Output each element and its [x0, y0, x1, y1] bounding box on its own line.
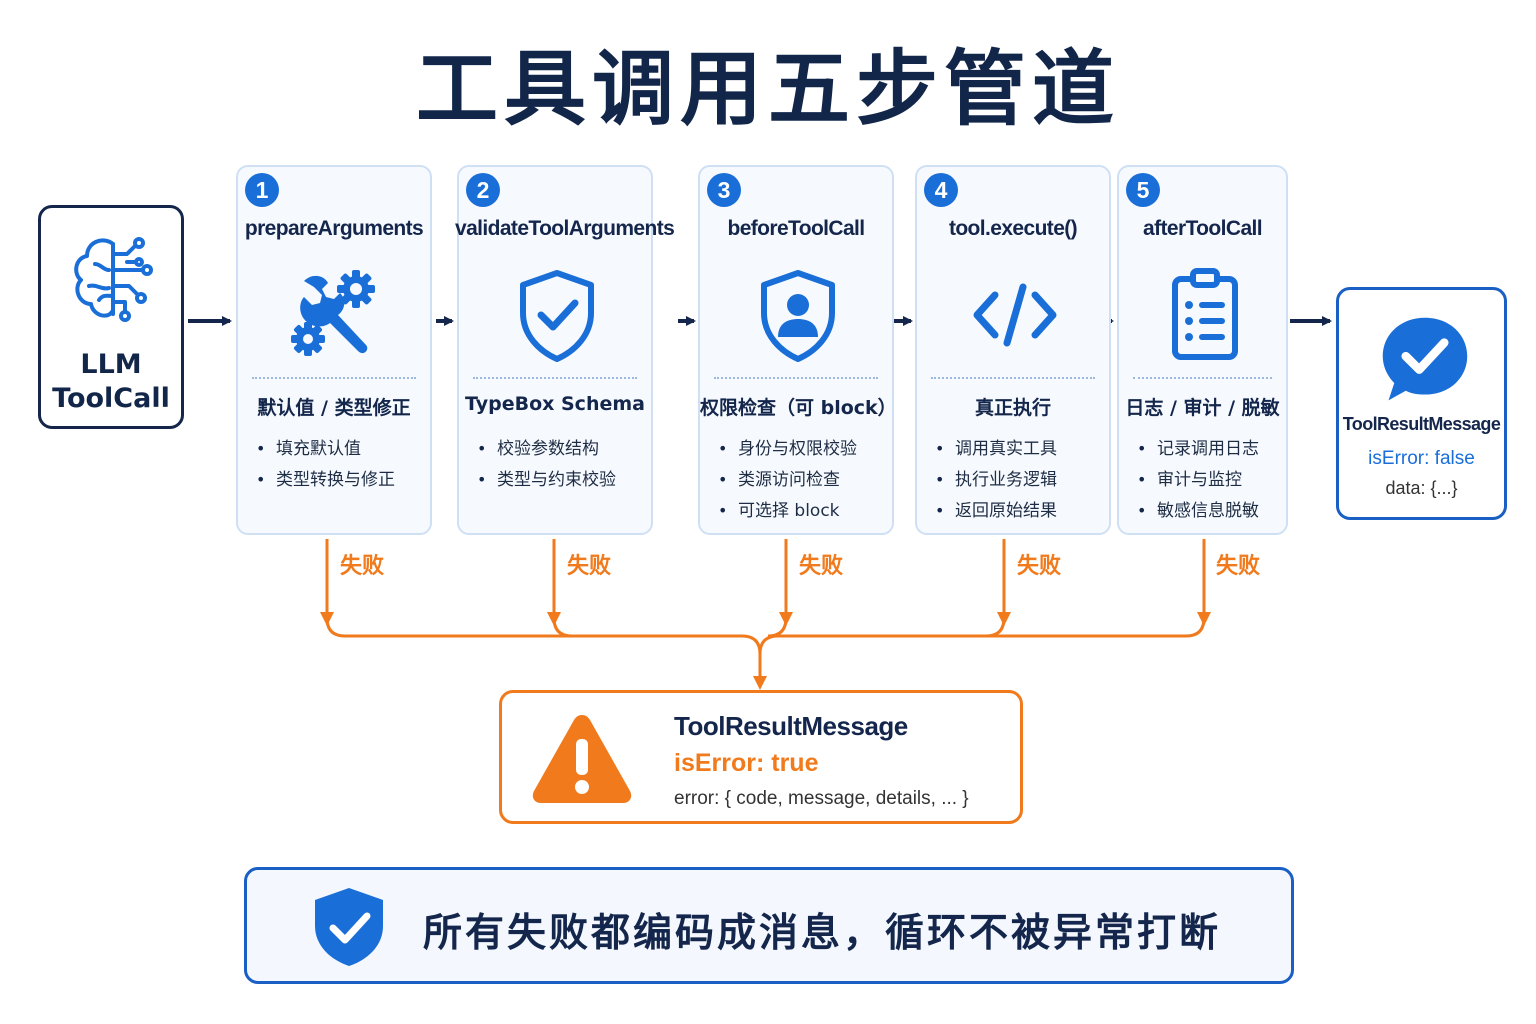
- step-after-tool-call: 5 afterToolCall 日志 / 审计 / 脱敏 记录调用日志 审计与监…: [1117, 165, 1288, 535]
- divider: [252, 377, 416, 379]
- list-item: 执行业务逻辑: [935, 464, 1105, 495]
- list-item: 校验参数结构: [477, 433, 647, 464]
- list-item: 审计与监控: [1137, 464, 1282, 495]
- divider: [931, 377, 1095, 379]
- warning-icon: [532, 715, 632, 803]
- llm-label-line2: ToolCall: [52, 383, 170, 414]
- step-number-badge: 5: [1126, 173, 1160, 207]
- step-name: validateToolArguments: [455, 217, 675, 240]
- step-prepare-arguments: 1 prepareArguments 默认值 / 类型修正: [236, 165, 432, 535]
- summary-banner: 所有失败都编码成消息，循环不被异常打断: [244, 867, 1294, 984]
- wrench-gears-icon: [291, 270, 375, 356]
- step-name: beforeToolCall: [727, 217, 865, 240]
- fail-label: 失败: [1216, 554, 1261, 579]
- shield-check-icon: [520, 270, 594, 362]
- success-result-box: ToolResultMessage isError: false data: {…: [1336, 287, 1507, 520]
- divider: [473, 377, 637, 379]
- error-is-error: isError: true: [674, 749, 819, 777]
- step-tool-execute: 4 tool.execute() 真正执行 调用真实工具 执行业务逻辑 返回原始…: [915, 165, 1111, 535]
- step-name: afterToolCall: [1143, 217, 1263, 240]
- list-item: 填充默认值: [256, 433, 426, 464]
- list-item: 可选择 block: [718, 495, 888, 526]
- chat-check-icon: [1382, 317, 1468, 401]
- step-number-badge: 4: [924, 173, 958, 207]
- step-items: 记录调用日志 审计与监控 敏感信息脱敏: [1137, 433, 1282, 526]
- step-items: 身份与权限校验 类源访问检查 可选择 block: [718, 433, 888, 526]
- error-message-title: ToolResultMessage: [674, 711, 908, 741]
- brain-circuit-icon: [74, 237, 153, 322]
- error-data: error: { code, message, details, ... }: [674, 788, 969, 809]
- list-item: 敏感信息脱敏: [1137, 495, 1282, 526]
- step-validate-tool-arguments: 2 validateToolArguments TypeBox Schema 校…: [455, 165, 675, 535]
- step-subtitle: 默认值 / 类型修正: [257, 397, 411, 419]
- step-items: 校验参数结构 类型与约束校验: [477, 433, 647, 495]
- list-item: 类型与约束校验: [477, 464, 647, 495]
- divider: [714, 377, 878, 379]
- fail-label: 失败: [567, 554, 612, 579]
- step-items: 填充默认值 类型转换与修正: [256, 433, 426, 495]
- step-number-badge: 1: [245, 173, 279, 207]
- step-subtitle: TypeBox Schema: [465, 393, 645, 415]
- divider: [1133, 377, 1272, 379]
- success-data: data: {...}: [1385, 478, 1458, 498]
- fail-collector: [325, 617, 1206, 655]
- code-icon: [973, 283, 1057, 347]
- fail-label: 失败: [799, 554, 844, 579]
- step-number-badge: 2: [466, 173, 500, 207]
- step-subtitle: 日志 / 审计 / 脱敏: [1125, 397, 1280, 419]
- fail-label: 失败: [1017, 554, 1062, 579]
- shield-user-icon: [761, 270, 835, 362]
- step-name: tool.execute(): [948, 217, 1078, 240]
- summary-text: 所有失败都编码成消息，循环不被异常打断: [423, 911, 1222, 956]
- list-item: 调用真实工具: [935, 433, 1105, 464]
- step-items: 调用真实工具 执行业务逻辑 返回原始结果: [935, 433, 1105, 526]
- list-item: 类型转换与修正: [256, 464, 426, 495]
- clipboard-list-icon: [1172, 268, 1238, 360]
- list-item: 返回原始结果: [935, 495, 1105, 526]
- step-number-badge: 3: [707, 173, 741, 207]
- llm-label-line1: LLM: [80, 349, 142, 380]
- list-item: 类源访问检查: [718, 464, 888, 495]
- llm-toolcall-box: LLM ToolCall: [38, 205, 184, 429]
- list-item: 记录调用日志: [1137, 433, 1282, 464]
- error-result-box: ToolResultMessage isError: true error: {…: [499, 690, 1023, 824]
- success-message-title: ToolResultMessage: [1342, 414, 1501, 434]
- step-name: prepareArguments: [244, 217, 424, 240]
- step-before-tool-call: 3 beforeToolCall 权限检查（可 block） 身份与权限校验 类…: [698, 165, 897, 535]
- shield-check-icon: [315, 888, 383, 966]
- page-title: 工具调用五步管道: [415, 42, 1120, 137]
- step-subtitle: 真正执行: [974, 397, 1051, 419]
- success-is-error: isError: false: [1368, 448, 1475, 469]
- list-item: 身份与权限校验: [718, 433, 888, 464]
- fail-label: 失败: [340, 554, 385, 579]
- step-subtitle: 权限检查（可 block）: [700, 397, 897, 419]
